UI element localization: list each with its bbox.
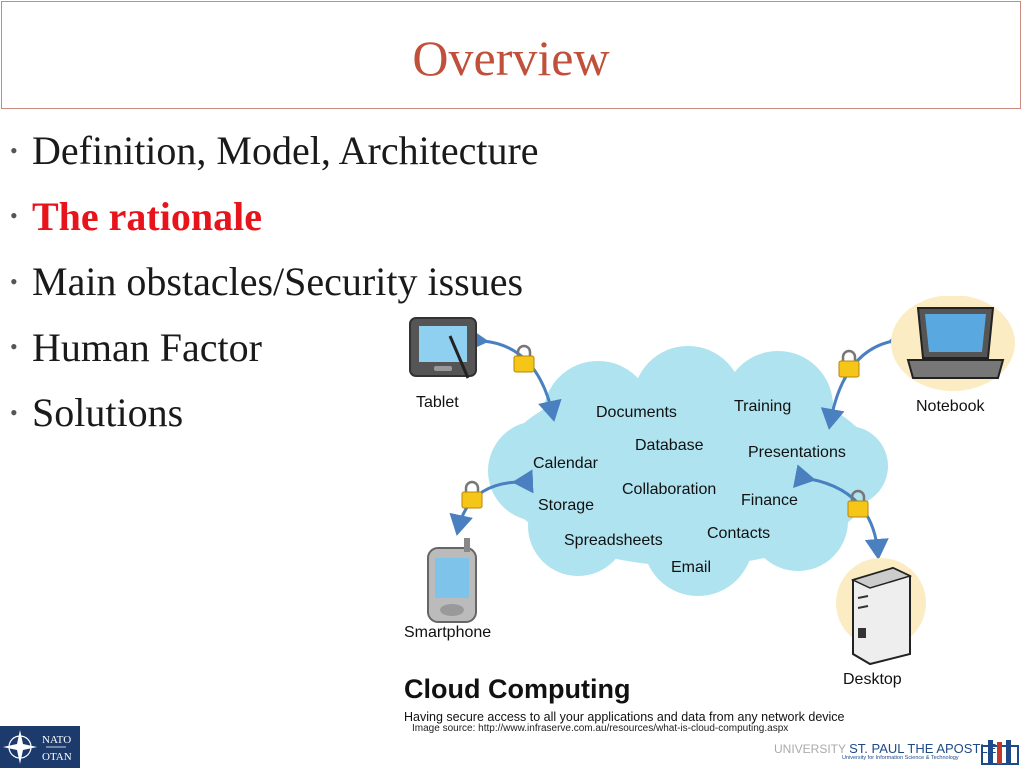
smartphone-label: Smartphone	[404, 624, 491, 641]
bullet-text: Human Factor	[32, 324, 262, 370]
cloud-computing-diagram: Documents Training Database Presentation…	[404, 296, 1015, 724]
image-source-note: Image source: http://www.infraserve.com.…	[412, 723, 789, 734]
slide-title: Overview	[412, 30, 610, 86]
arrow-notebook	[820, 326, 911, 430]
university-name: UNIVERSITY ST. PAUL THE APOSTLE	[774, 741, 996, 756]
bullet-text: Main obstacles/Security issues	[32, 259, 524, 305]
university-subtitle: University for Information Science & Tec…	[842, 755, 959, 761]
service-storage: Storage	[538, 497, 594, 514]
service-spreadsheets: Spreadsheets	[564, 532, 663, 549]
service-contacts: Contacts	[707, 525, 770, 542]
service-email: Email	[671, 559, 711, 576]
smartphone-icon	[427, 538, 477, 623]
bullet-dot-icon: •	[10, 399, 18, 425]
bullet-item-obstacles: • Main obstacles/Security issues	[10, 249, 539, 315]
bullet-item-human-factor: • Human Factor	[10, 315, 539, 381]
nato-text-top: NATO	[42, 734, 71, 746]
bullet-item-definition: • Definition, Model, Architecture	[10, 118, 539, 184]
lock-icon	[513, 344, 535, 373]
bullet-dot-icon: •	[10, 334, 18, 360]
diagram-heading: Cloud Computing	[404, 674, 630, 704]
bullet-dot-icon: •	[10, 203, 18, 229]
bullet-text: Solutions	[32, 390, 184, 436]
bullet-list: • Definition, Model, Architecture • The ra…	[10, 118, 539, 446]
tablet-icon	[409, 317, 477, 379]
diagram-caption: Having secure access to all your applica…	[404, 710, 845, 724]
service-calendar: Calendar	[533, 455, 599, 472]
lock-icon	[847, 489, 869, 518]
notebook-label: Notebook	[916, 398, 985, 415]
service-documents: Documents	[596, 404, 677, 421]
service-training: Training	[734, 398, 791, 415]
service-presentations: Presentations	[748, 444, 846, 461]
university-title: ST. PAUL THE APOSTLE	[849, 741, 997, 756]
bullet-text: Definition, Model, Architecture	[32, 128, 539, 174]
bullet-item-solutions: • Solutions	[10, 380, 539, 446]
bullet-text: The rationale	[32, 193, 262, 239]
tablet-label: Tablet	[416, 394, 459, 411]
bullet-item-rationale: • The rationale	[10, 184, 539, 250]
lock-icon	[461, 480, 483, 509]
bullet-dot-icon: •	[10, 137, 18, 163]
nato-text-bottom: OTAN	[42, 751, 72, 763]
bullet-dot-icon: •	[10, 268, 18, 294]
university-prefix: UNIVERSITY	[774, 742, 846, 756]
service-collaboration: Collaboration	[622, 481, 716, 498]
notebook-icon	[891, 296, 1015, 391]
nato-logo: NATO OTAN	[0, 726, 80, 768]
title-box: Overview	[1, 1, 1021, 109]
university-logo	[981, 740, 1019, 765]
lock-icons	[461, 344, 869, 518]
desktop-label: Desktop	[843, 671, 902, 688]
nato-star-icon	[3, 730, 37, 764]
service-database: Database	[635, 437, 704, 454]
desktop-icon	[836, 558, 926, 666]
lock-icon	[838, 349, 860, 378]
service-finance: Finance	[741, 492, 798, 509]
